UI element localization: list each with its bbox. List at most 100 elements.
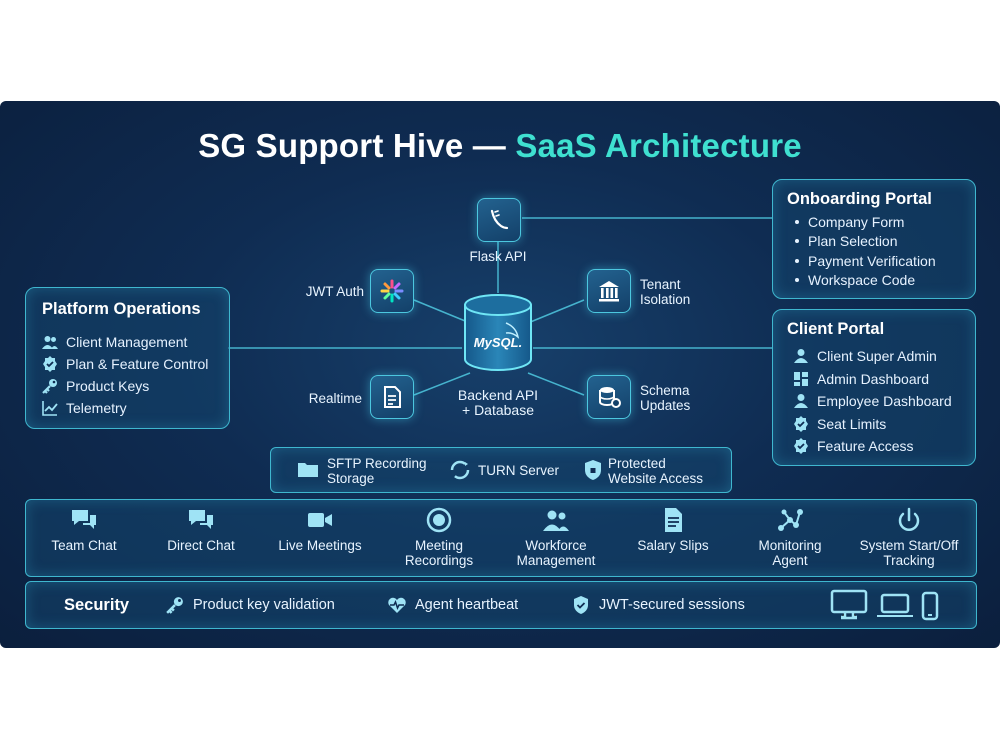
tenant-label-line2: Isolation (640, 292, 691, 307)
onboarding-portal-box: Onboarding Portal Company Form Plan Sele… (772, 179, 976, 299)
platform-operations-title: Platform Operations (42, 300, 201, 318)
tenant-label-line1: Tenant (640, 277, 681, 292)
dashboard-icon (794, 371, 808, 386)
power-icon (898, 507, 920, 531)
shield-check-icon (574, 596, 588, 614)
security-title: Security (64, 595, 130, 614)
security-bar: Security Product key validation Agent he… (25, 581, 977, 629)
protected-label-line1: Protected (608, 456, 666, 471)
security-item-jwt-sessions: JWT-secured sessions (572, 582, 745, 628)
desktop-icon (830, 589, 868, 620)
jwt-icon (380, 279, 404, 303)
key-icon (42, 379, 57, 394)
turn-server-label: TURN Server (478, 463, 560, 478)
module-label-line1: Workforce (525, 538, 587, 553)
realtime-label: Realtime (308, 391, 362, 406)
check-badge-icon (794, 415, 808, 432)
module-label-line2: Management (516, 553, 596, 568)
list-item-label: Payment Verification (808, 252, 936, 269)
list-item-label: Plan & Feature Control (66, 356, 209, 372)
title-main: SG Support Hive — (198, 127, 506, 164)
platform-operations-box: Platform Operations Client Management Pl… (25, 287, 230, 429)
building-columns-icon (599, 281, 619, 302)
laptop-icon (877, 593, 913, 617)
module-monitoring-agent: Monitoring Agent (735, 506, 845, 568)
realtime-node (370, 375, 414, 419)
module-live-meetings: Live Meetings (265, 506, 375, 553)
module-label-line1: Team Chat (51, 538, 117, 553)
list-item-label: Feature Access (817, 438, 914, 455)
users-icon (543, 510, 569, 531)
list-item: Plan & Feature Control (42, 353, 208, 375)
tenant-isolation-node (587, 269, 631, 313)
list-item: Feature Access (793, 435, 952, 458)
video-icon (308, 513, 332, 527)
chart-line-icon (42, 401, 58, 416)
folder-icon (298, 463, 318, 477)
module-label-line1: Salary Slips (637, 538, 709, 553)
list-item-label: Employee Dashboard (817, 393, 952, 410)
module-label-line2: Recordings (404, 553, 474, 568)
security-item-heartbeat: Agent heartbeat (387, 582, 518, 628)
schema-updates-node (587, 375, 631, 419)
list-item: Plan Selection (791, 232, 936, 252)
shield-lock-icon (585, 460, 601, 480)
turn-server-icon (450, 460, 470, 480)
security-item-product-key: Product key validation (166, 582, 335, 628)
module-system-tracking: System Start/Off Tracking (853, 506, 965, 568)
security-item-label: JWT-secured sessions (599, 597, 745, 613)
list-item-label: Client Super Admin (817, 348, 937, 365)
module-label-line1: System Start/Off (859, 538, 959, 553)
list-item-label: Seat Limits (817, 415, 887, 432)
jwt-auth-label: JWT Auth (305, 284, 364, 299)
bullet (795, 278, 799, 283)
database-gear-icon (599, 387, 621, 408)
infrastructure-bar: SFTP Recording Storage TURN Server Prote… (270, 447, 732, 493)
bullet (795, 258, 799, 263)
module-direct-chat: Direct Chat (146, 506, 256, 553)
phone-icon (921, 591, 939, 621)
bullet (795, 239, 799, 244)
tenant-isolation-label: Tenant Isolation (640, 277, 730, 307)
module-label-line1: Direct Chat (167, 538, 235, 553)
security-item-label: Agent heartbeat (415, 597, 519, 613)
sftp-label-line1: SFTP Recording (327, 456, 427, 471)
module-label-line2: Tracking (883, 553, 935, 568)
list-item: Admin Dashboard (793, 368, 952, 391)
list-item: Employee Dashboard (793, 390, 952, 413)
list-item-label: Client Management (66, 334, 188, 350)
sftp-label-line2: Storage (327, 471, 375, 486)
diagram-title: SG Support Hive — SaaS Architecture (0, 127, 1000, 165)
list-item: Seat Limits (793, 413, 952, 436)
security-item-label: Product key validation (193, 597, 335, 613)
backend-label: Backend API + Database (438, 388, 558, 418)
check-badge-icon (794, 438, 808, 455)
module-label-line1: Monitoring (758, 538, 822, 553)
sftp-storage-label: SFTP Recording Storage (327, 456, 427, 486)
jwt-auth-node (370, 269, 414, 313)
module-label-line1: Live Meetings (278, 538, 362, 553)
list-item-label: Company Form (808, 213, 905, 230)
user-icon (794, 349, 808, 364)
module-meeting-recordings: Meeting Recordings (384, 506, 494, 568)
platform-operations-list: Client Management Plan & Feature Control… (42, 331, 208, 419)
list-item: Client Super Admin (793, 345, 952, 368)
list-item-label: Telemetry (66, 400, 127, 416)
module-label-line2: Agent (772, 553, 808, 568)
flask-api-label: Flask API (469, 249, 527, 264)
chat-icon (189, 510, 213, 529)
heartbeat-icon (388, 597, 406, 613)
module-label-line1: Meeting (414, 538, 464, 553)
backend-label-line1: Backend API (457, 387, 539, 403)
key-icon (166, 597, 183, 614)
list-item-label: Product Keys (66, 378, 150, 394)
list-item: Product Keys (42, 375, 208, 397)
client-portal-title: Client Portal (787, 320, 885, 338)
modules-bar: Team Chat Direct Chat Live Meetings Meet… (25, 499, 977, 577)
chat-icon (72, 510, 96, 529)
connector-lines (228, 217, 772, 396)
module-workforce-management: Workforce Management (501, 506, 611, 568)
client-portal-box: Client Portal Client Super Admin Admin D… (772, 309, 976, 466)
list-item-label: Workspace Code (808, 272, 916, 289)
module-salary-slips: Salary Slips (618, 506, 728, 553)
